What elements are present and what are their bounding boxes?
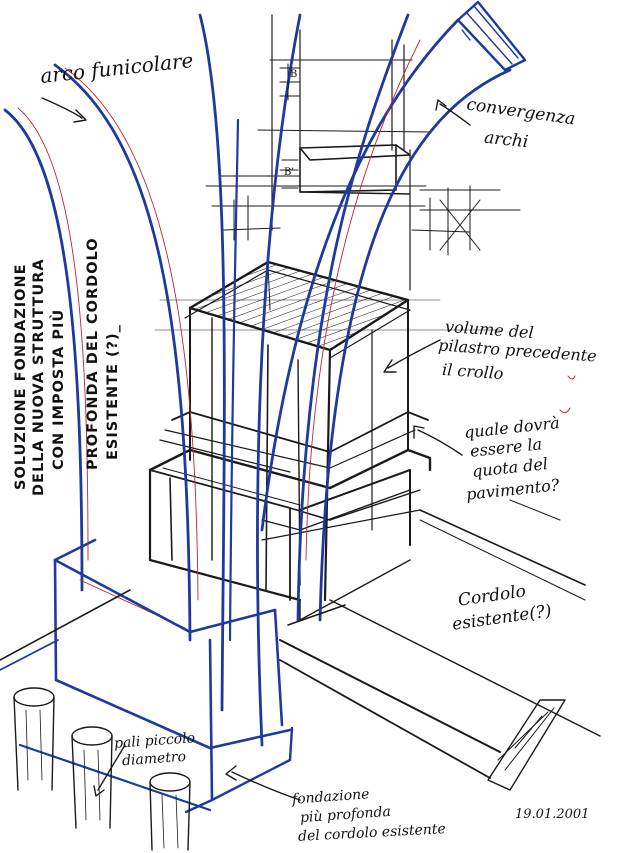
funicular-arches bbox=[3, 0, 527, 747]
leader-arrows bbox=[41, 97, 561, 801]
dimension-b-label: B bbox=[290, 69, 298, 80]
vertical-note-line-3: CON IMPOSTA PIÙ bbox=[51, 308, 67, 470]
pillar-volume bbox=[148, 260, 501, 621]
vertical-note-line-5: ESISTENTE (?)_ bbox=[105, 324, 121, 460]
existing-cordolo bbox=[0, 509, 601, 791]
foundation-blocks bbox=[0, 538, 294, 814]
date-label: 19.01.2001 bbox=[515, 807, 590, 822]
dimension-b-prime-label: B' bbox=[284, 167, 295, 178]
vertical-note-line-2: DELLA NUOVA STRUTTURA bbox=[31, 258, 47, 496]
small-diameter-piles bbox=[13, 687, 191, 851]
dimension-marks bbox=[279, 63, 301, 189]
vertical-note-line-1: SOLUZIONE FONDAZIONE bbox=[13, 263, 29, 491]
background-structure bbox=[205, 14, 521, 291]
vertical-note-line-4: PROFONDA DEL CORDOLO bbox=[85, 237, 101, 470]
